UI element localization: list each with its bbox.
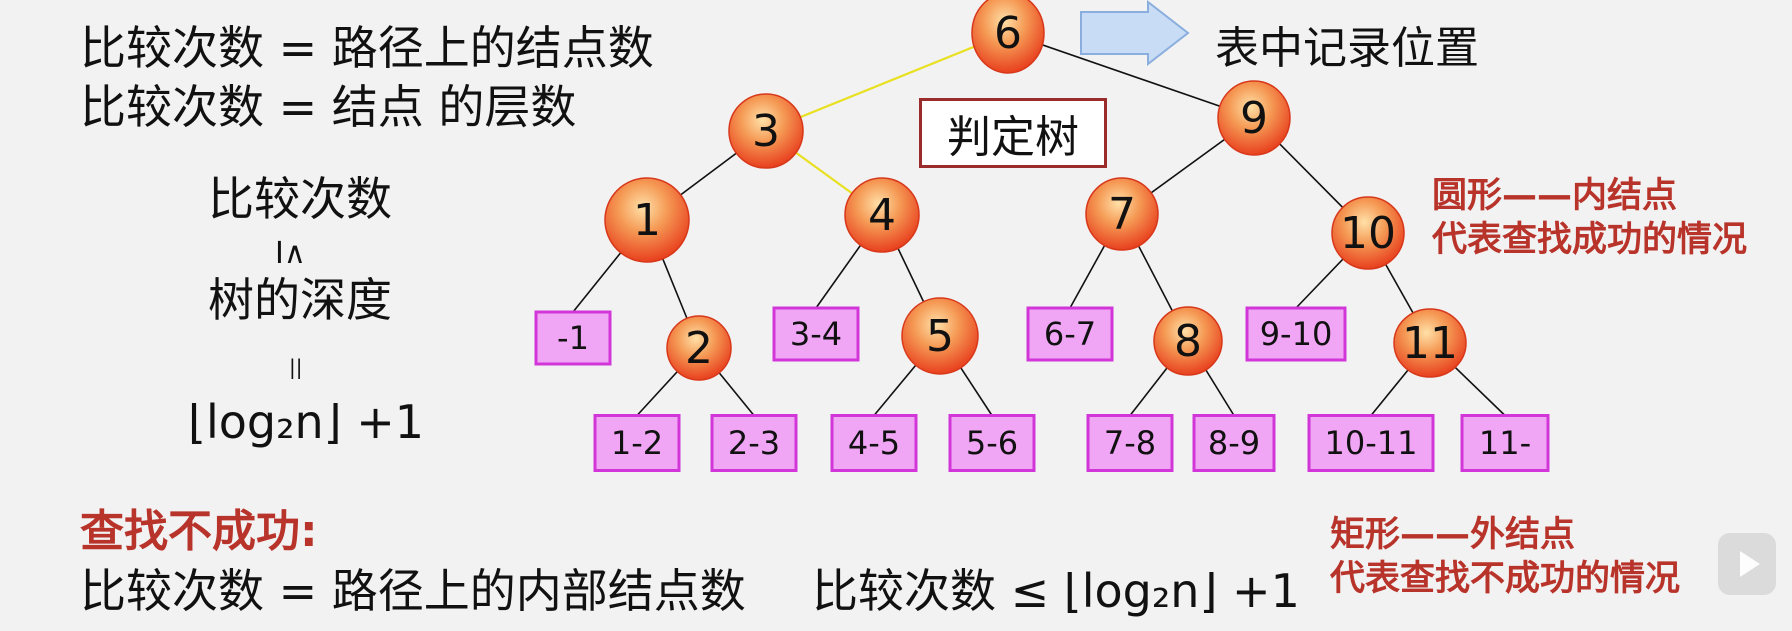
internal-node-label: 8 — [1174, 316, 1202, 367]
internal-node-label: 2 — [685, 323, 713, 374]
leaf-node-label: 3-4 — [790, 315, 842, 353]
internal-node-label: 5 — [926, 311, 954, 362]
circle-note: 圆形——内结点 代表查找成功的情况 — [1432, 175, 1747, 263]
leaf-node-label: 5-6 — [966, 424, 1018, 462]
leaf-node-box — [1245, 306, 1347, 362]
internal-node-label: 4 — [868, 190, 896, 241]
bottom-line: 比较次数 = 路径上的内部结点数 — [80, 564, 746, 618]
leaf-node-box — [830, 414, 918, 472]
leaf-node-box — [948, 414, 1036, 472]
rect-note: 矩形——外结点 代表查找不成功的情况 — [1330, 514, 1680, 602]
leaf-node-box — [710, 414, 798, 472]
internal-node-circle — [1331, 196, 1405, 270]
leaf-node-label: 4-5 — [848, 424, 900, 462]
arrow-icon — [1078, 0, 1193, 70]
internal-node-label: 6 — [994, 8, 1022, 59]
formula-line-1: 比较次数 = 路径上的结点数 — [80, 21, 654, 75]
leaf-node-box — [1192, 414, 1276, 472]
internal-node-circle — [666, 315, 732, 381]
internal-node-label: 10 — [1340, 208, 1396, 259]
unsuccessful-heading: 查找不成功: — [80, 506, 318, 557]
internal-node-label: 1 — [633, 195, 661, 246]
leaf-node-box — [1460, 414, 1550, 472]
internal-node-label: 7 — [1108, 189, 1136, 240]
rect-note-line2: 代表查找不成功的情况 — [1330, 558, 1681, 599]
compare-label: 比较次数 — [208, 172, 392, 226]
internal-node-circle — [604, 177, 690, 263]
internal-node-label: 9 — [1240, 93, 1268, 144]
leaf-node-box — [534, 310, 612, 366]
leaf-node-label: 6-7 — [1044, 315, 1096, 353]
internal-node-circle — [728, 93, 804, 169]
eq-symbol: || — [289, 355, 303, 379]
leaf-node-box — [1307, 414, 1435, 472]
leaf-node-label: 7-8 — [1104, 424, 1156, 462]
internal-node-label: 3 — [752, 106, 780, 157]
leaf-node-label: 10-11 — [1325, 424, 1418, 462]
leaf-node-box — [593, 414, 681, 472]
header-arrow-text: 表中记录位置 — [1215, 23, 1479, 74]
formula-line-2: 比较次数 = 结点 的层数 — [80, 80, 577, 134]
rect-note-line1: 矩形——外结点 — [1330, 515, 1576, 555]
internal-node-circle — [844, 177, 920, 253]
log-formula: ⌊log₂n⌋ +1 — [188, 395, 425, 449]
internal-node-circle — [1153, 306, 1223, 376]
leaf-node-box — [1086, 414, 1174, 472]
le-symbol: I∧ — [275, 236, 306, 271]
leaf-node-label: 8-9 — [1208, 424, 1260, 462]
internal-node-label: 11 — [1402, 318, 1458, 369]
bottom-formula: 比较次数 ≤ ⌊log₂n⌋ +1 — [812, 564, 1300, 618]
internal-node-circle — [1217, 80, 1291, 156]
leaf-node-label: 11- — [1479, 424, 1531, 462]
tree-edge — [765, 31, 1009, 133]
leaf-node-box — [772, 306, 860, 362]
internal-node-circle — [1085, 177, 1159, 251]
tree-edge — [1007, 32, 1255, 119]
leaf-node-label: -1 — [557, 319, 589, 357]
judge-tree-box: 判定树 — [919, 98, 1107, 168]
leaf-node-box — [1026, 306, 1114, 362]
leaf-node-label: 1-2 — [611, 424, 663, 462]
play-icon[interactable] — [1718, 533, 1776, 595]
circle-note-line2: 代表查找成功的情况 — [1432, 219, 1748, 260]
leaf-node-label: 9-10 — [1260, 315, 1333, 353]
leaf-node-label: 2-3 — [728, 424, 780, 462]
internal-node-circle — [901, 297, 979, 375]
circle-note-line1: 圆形——内结点 — [1432, 176, 1678, 216]
internal-node-circle — [971, 0, 1045, 74]
depth-label: 树的深度 — [208, 273, 392, 327]
internal-node-circle — [1393, 308, 1467, 378]
